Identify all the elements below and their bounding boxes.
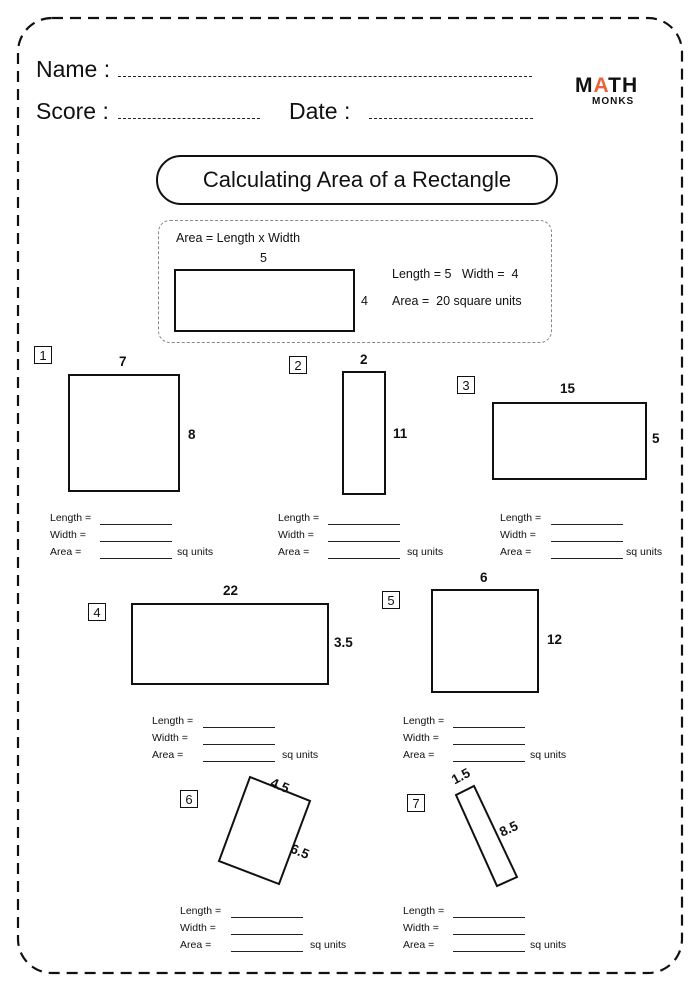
problem-2-number: 2	[289, 356, 307, 374]
area-unit: sq units	[177, 546, 214, 558]
problem-2-answers: Length = Width = Area = sq units	[278, 512, 458, 563]
width-label: Width =	[180, 922, 216, 934]
length-label: Length =	[500, 512, 542, 524]
width-answer-line[interactable]	[551, 541, 623, 542]
problem-4-rectangle	[131, 603, 329, 685]
score-label: Score :	[36, 98, 109, 124]
example-length-width: Length = 5 Width = 4	[392, 267, 519, 281]
example-top-dim: 5	[260, 251, 267, 265]
problem-4-side-dim: 3.5	[334, 635, 353, 650]
problem-1-number: 1	[34, 346, 52, 364]
width-answer-line[interactable]	[231, 934, 303, 935]
problem-7-number: 7	[407, 794, 425, 812]
length-answer-line[interactable]	[551, 524, 623, 525]
problem-2-side-dim: 11	[393, 426, 408, 441]
date-label: Date :	[289, 98, 351, 124]
problem-3-rectangle	[492, 402, 647, 480]
area-answer-line[interactable]	[203, 761, 275, 762]
problem-1-side-dim: 8	[188, 427, 196, 442]
problem-3-number: 3	[457, 376, 475, 394]
length-label: Length =	[50, 512, 92, 524]
width-answer-line[interactable]	[328, 541, 400, 542]
area-unit: sq units	[407, 546, 444, 558]
area-label: Area =	[403, 939, 435, 951]
length-label: Length =	[180, 905, 222, 917]
area-unit: sq units	[530, 939, 567, 951]
problem-4-top-dim: 22	[223, 583, 239, 598]
area-answer-line[interactable]	[100, 558, 172, 559]
area-answer-line[interactable]	[551, 558, 623, 559]
example-rectangle	[174, 269, 355, 332]
area-label: Area =	[50, 546, 82, 558]
area-answer-line[interactable]	[453, 761, 525, 762]
example-side-dim: 4	[361, 294, 368, 308]
math-monks-logo: MATH MONKS	[575, 74, 647, 114]
page-title: Calculating Area of a Rectangle	[156, 155, 558, 205]
area-label: Area =	[278, 546, 310, 558]
problem-5-side-dim: 12	[547, 632, 563, 647]
length-label: Length =	[403, 715, 445, 727]
logo-sub-text: MONKS	[592, 96, 635, 107]
problem-5-top-dim: 6	[480, 570, 488, 585]
problem-7-answers: Length = Width = Area = sq units	[403, 905, 593, 956]
problem-5-rectangle	[431, 589, 539, 693]
width-answer-line[interactable]	[203, 744, 275, 745]
problem-4-number: 4	[88, 603, 106, 621]
area-label: Area =	[500, 546, 532, 558]
example-panel	[158, 220, 552, 343]
problem-5-answers: Length = Width = Area = sq units	[403, 715, 593, 766]
problem-3-side-dim: 5	[652, 431, 660, 446]
formula-text: Area = Length x Width	[176, 231, 301, 245]
length-label: Length =	[152, 715, 194, 727]
area-answer-line[interactable]	[453, 951, 525, 952]
area-unit: sq units	[310, 939, 347, 951]
area-unit: sq units	[626, 546, 663, 558]
problem-1-rectangle	[68, 374, 180, 492]
area-answer-line[interactable]	[328, 558, 400, 559]
area-label: Area =	[152, 749, 184, 761]
name-label: Name :	[36, 56, 111, 82]
area-label: Area =	[403, 749, 435, 761]
score-field[interactable]	[118, 118, 260, 119]
logo-main-text: MATH	[575, 74, 639, 97]
length-label: Length =	[278, 512, 320, 524]
name-field[interactable]	[118, 76, 532, 77]
length-answer-line[interactable]	[328, 524, 400, 525]
length-answer-line[interactable]	[100, 524, 172, 525]
problem-3-answers: Length = Width = Area = sq units	[500, 512, 695, 563]
area-unit: sq units	[530, 749, 567, 761]
problem-6-number: 6	[180, 790, 198, 808]
date-field[interactable]	[369, 118, 533, 119]
problem-4-answers: Length = Width = Area = sq units	[152, 715, 342, 766]
problem-2-top-dim: 2	[360, 352, 368, 367]
length-answer-line[interactable]	[453, 917, 525, 918]
width-label: Width =	[50, 529, 86, 541]
problem-1-top-dim: 7	[119, 354, 127, 369]
length-answer-line[interactable]	[231, 917, 303, 918]
length-answer-line[interactable]	[453, 727, 525, 728]
problem-3-top-dim: 15	[560, 381, 576, 396]
area-label: Area =	[180, 939, 212, 951]
length-answer-line[interactable]	[203, 727, 275, 728]
width-label: Width =	[500, 529, 536, 541]
problem-2-rectangle	[342, 371, 386, 495]
width-label: Width =	[278, 529, 314, 541]
width-label: Width =	[152, 732, 188, 744]
problem-6-answers: Length = Width = Area = sq units	[180, 905, 370, 956]
width-answer-line[interactable]	[453, 934, 525, 935]
area-answer-line[interactable]	[231, 951, 303, 952]
page-title-text: Calculating Area of a Rectangle	[202, 167, 512, 192]
width-answer-line[interactable]	[100, 541, 172, 542]
width-label: Width =	[403, 732, 439, 744]
area-unit: sq units	[282, 749, 319, 761]
length-label: Length =	[403, 905, 445, 917]
width-answer-line[interactable]	[453, 744, 525, 745]
problem-1-answers: Length = Width = Area = sq units	[50, 512, 230, 563]
width-label: Width =	[403, 922, 439, 934]
problem-5-number: 5	[382, 591, 400, 609]
example-area: Area = 20 square units	[392, 294, 522, 308]
